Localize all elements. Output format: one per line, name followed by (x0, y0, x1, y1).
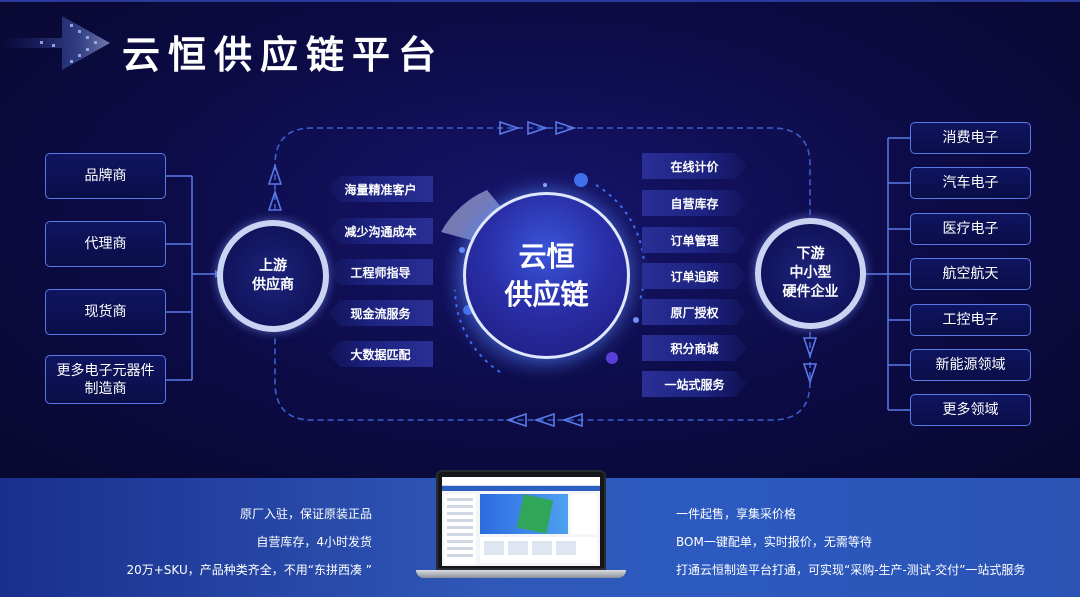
source-label: 代理商 (84, 236, 127, 252)
laptop-illustration (416, 470, 626, 582)
benefit-tag: 现金流服务 (328, 300, 433, 326)
sector-box: 更多领域 (910, 394, 1031, 426)
sector-box: 航空航天 (910, 258, 1031, 290)
downstream-enterprise-circle: 下游 中小型 硬件企业 (755, 218, 866, 329)
source-spot-box: 现货商 (45, 289, 166, 335)
center-platform-circle: 云恒 供应链 (463, 192, 630, 359)
sector-box: 新能源领域 (910, 349, 1031, 381)
top-border-line (0, 0, 1080, 2)
feature-text-right: 一件起售，享集采价格 (676, 507, 797, 521)
service-tag: 自营库存 (642, 190, 747, 216)
feature-text-left: 原厂入驻，保证原装正品 (239, 507, 372, 521)
service-tag: 原厂授权 (642, 299, 747, 325)
feature-text-right: 打通云恒制造平台打通，可实现“采购-生产-测试-交付”一站式服务 (676, 563, 1026, 577)
site-nav-bar (442, 486, 600, 491)
feature-text-left: 20万+SKU，产品种类齐全，不用“东拼西凑 ” (126, 563, 372, 577)
source-brand-box: 品牌商 (45, 153, 166, 199)
source-label: 更多电子元器件 制造商 (56, 362, 155, 397)
downstream-label: 下游 中小型 硬件企业 (782, 246, 839, 300)
page-title: 云恒供应链平台 (122, 33, 445, 77)
upstream-label: 上游 供应商 (252, 258, 294, 293)
site-category-list (444, 494, 476, 564)
service-tag: 订单追踪 (642, 263, 747, 289)
benefit-tag: 减少沟通成本 (328, 218, 433, 244)
service-tag: 在线计价 (642, 153, 747, 179)
upstream-supplier-circle: 上游 供应商 (217, 220, 329, 332)
site-side-panel (571, 494, 597, 534)
laptop-lid (436, 470, 606, 570)
service-tag: 订单管理 (642, 227, 747, 253)
site-product-row (480, 537, 597, 563)
center-label: 云恒 供应链 (504, 239, 589, 311)
service-tag: 一站式服务 (642, 371, 747, 397)
arrow-decoration-icon (0, 16, 110, 70)
feature-text-left: 自营库存，4小时发货 (256, 535, 372, 549)
source-label: 现货商 (84, 304, 127, 320)
source-more-box: 更多电子元器件 制造商 (45, 355, 166, 404)
sector-box: 医疗电子 (910, 213, 1031, 245)
sector-box: 汽车电子 (910, 167, 1031, 199)
benefit-tag: 工程师指导 (328, 259, 433, 285)
site-header (442, 477, 600, 486)
source-agent-box: 代理商 (45, 221, 166, 267)
sector-box: 消费电子 (910, 122, 1031, 154)
benefit-tag: 大数据匹配 (328, 341, 433, 367)
service-tag: 积分商城 (642, 335, 747, 361)
benefit-tag: 海量精准客户 (328, 176, 433, 202)
feature-text-right: BOM一键配单，实时报价，无需等待 (676, 535, 872, 549)
source-label: 品牌商 (84, 168, 127, 184)
sector-box: 工控电子 (910, 304, 1031, 336)
website-screenshot (442, 477, 600, 566)
laptop-base (416, 570, 626, 578)
